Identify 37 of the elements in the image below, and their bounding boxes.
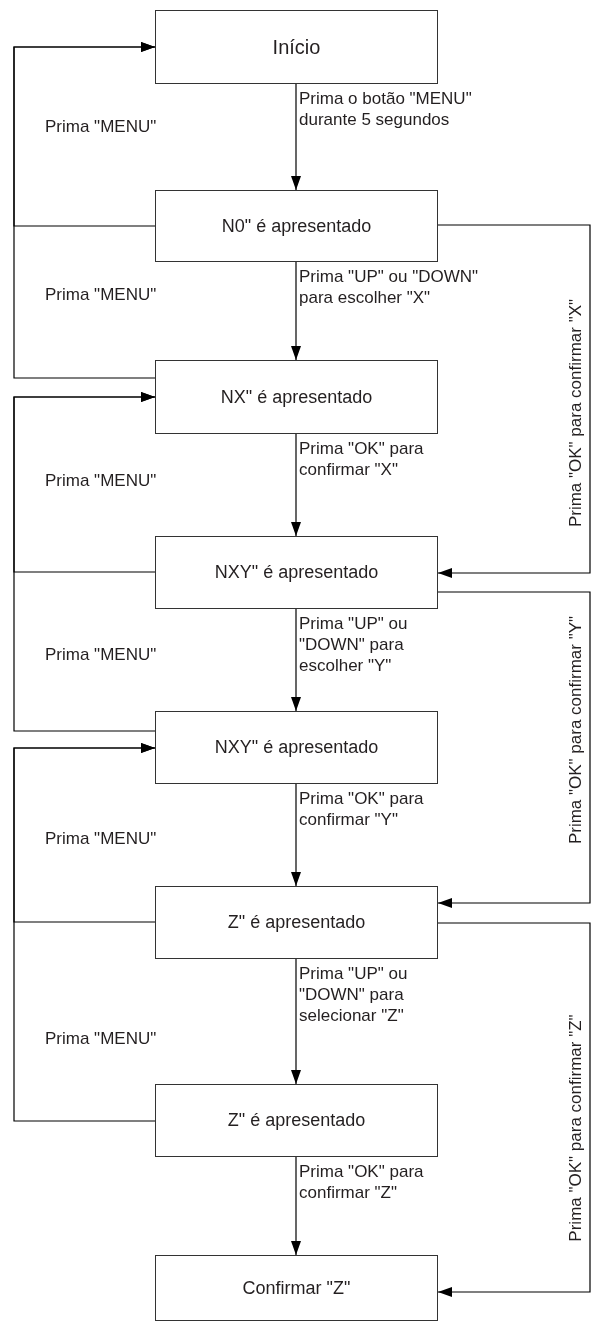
process-box: NXY" é apresentado xyxy=(155,536,438,609)
edge-label: Prima "UP" ou "DOWN" para selecionar "Z" xyxy=(299,963,409,1026)
process-box: Confirmar "Z" xyxy=(155,1255,438,1321)
process-box: Z" é apresentado xyxy=(155,1084,438,1157)
edge-label: Prima "MENU" xyxy=(45,644,157,665)
process-box: NX" é apresentado xyxy=(155,360,438,434)
process-box: Início xyxy=(155,10,438,84)
edge-label: Prima "UP" ou "DOWN" para escolher "X" xyxy=(299,266,480,308)
connector-arrow xyxy=(291,1156,301,1256)
edge-label: Prima "OK" para confirmar "Y" xyxy=(299,788,425,830)
connector-arrow xyxy=(13,392,156,732)
connector-arrow xyxy=(291,608,301,712)
edge-label: Prima "OK" para confirmar "Z" xyxy=(566,1013,586,1244)
connector-arrow xyxy=(291,261,301,361)
connector-arrow xyxy=(291,958,301,1085)
edge-label: Prima "UP" ou "DOWN" para escolher "Y" xyxy=(299,613,409,676)
connector-arrow xyxy=(437,591,591,908)
process-box: N0" é apresentado xyxy=(155,190,438,262)
edge-label: Prima "MENU" xyxy=(45,828,157,849)
connector-arrow xyxy=(291,433,301,537)
connector-arrow xyxy=(291,83,301,191)
edge-label: Prima "MENU" xyxy=(45,116,157,137)
edge-label: Prima o botão "MENU" durante 5 segundos xyxy=(299,88,473,130)
process-box: NXY" é apresentado xyxy=(155,711,438,784)
edge-label: Prima "OK" para confirmar "X" xyxy=(566,297,586,530)
connector-arrow xyxy=(13,743,156,1122)
connector-arrow xyxy=(13,42,156,379)
process-box: Z" é apresentado xyxy=(155,886,438,959)
edge-label: Prima "MENU" xyxy=(45,284,157,305)
edge-label: Prima "MENU" xyxy=(45,1028,157,1049)
edge-label: Prima "MENU" xyxy=(45,470,157,491)
connector-arrow xyxy=(437,224,591,578)
connector-arrow xyxy=(291,783,301,887)
edge-label: Prima "OK" para confirmar "X" xyxy=(299,438,425,480)
edge-label: Prima "OK" para confirmar "Z" xyxy=(299,1161,425,1203)
edge-label: Prima "OK" para confirmar "Y" xyxy=(566,614,586,847)
connector-arrow xyxy=(437,922,591,1297)
